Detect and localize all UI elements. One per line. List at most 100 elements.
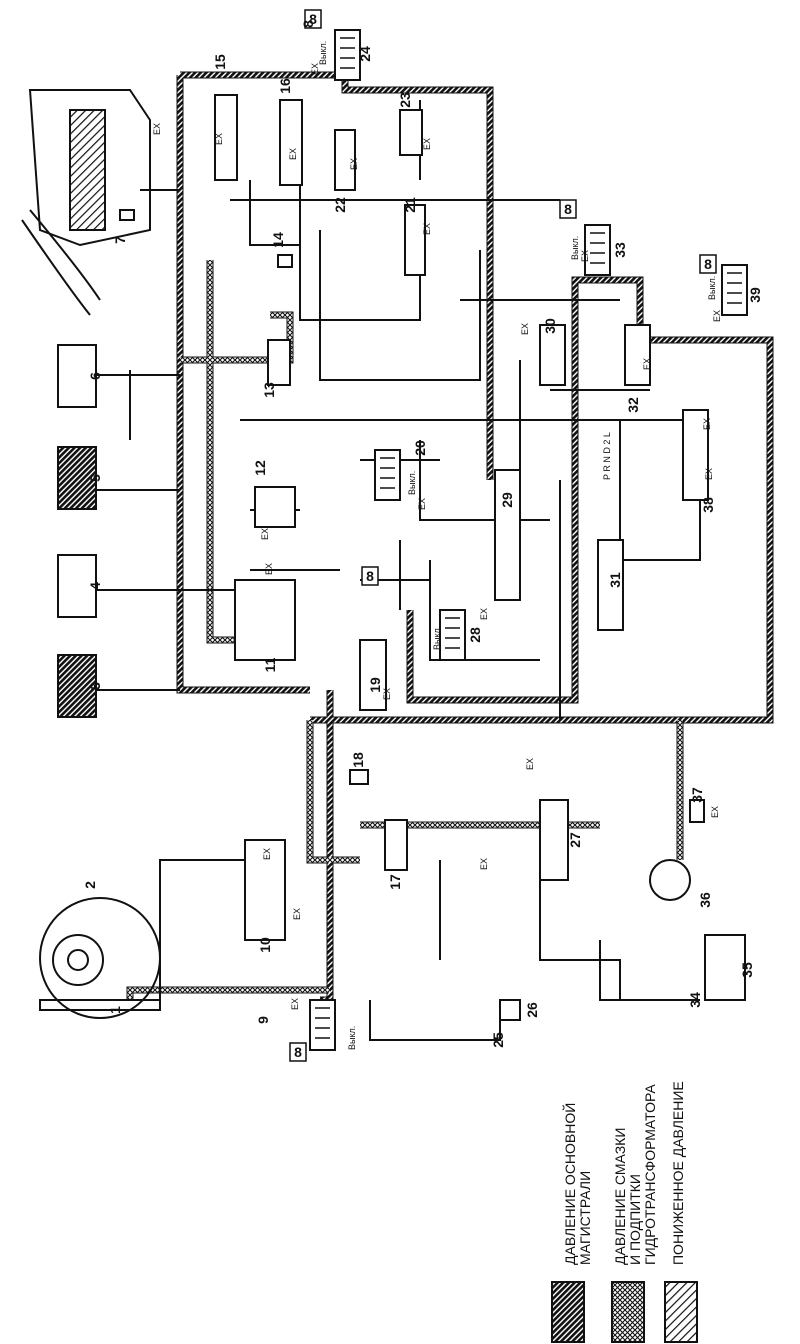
outlet-25-26 (499, 999, 521, 1021)
component-number-13: 13 (261, 382, 277, 398)
component-number-4: 4 (87, 582, 103, 590)
solenoid-state-label: Выкл. (432, 626, 442, 650)
exhaust-label: EX (702, 418, 712, 430)
exhaust-label: EX (264, 563, 274, 575)
component-number-37: 37 (689, 787, 705, 803)
component-number-25: 25 (490, 1032, 506, 1048)
component-number-8: 8 (300, 20, 316, 28)
component-number-12: 12 (252, 460, 268, 476)
valve-29 (494, 469, 521, 601)
supply-box-label: 8 (309, 11, 317, 27)
legend-swatch-reduced (664, 1281, 698, 1343)
legend-line: ДАВЛЕНИЕ СМАЗКИ (612, 1128, 628, 1265)
filter-35 (704, 934, 746, 1001)
supply-box-label: 8 (564, 201, 572, 217)
valve-15 (214, 94, 238, 181)
component-number-21: 21 (402, 197, 418, 213)
exhaust-label: EX (260, 528, 270, 540)
valve-17 (384, 819, 408, 871)
legend-line: ДАВЛЕНИЕ ОСНОВНОЙ (561, 1103, 578, 1265)
exhaust-label: EX (288, 148, 298, 160)
cooler-36 (649, 859, 691, 901)
component-number-14: 14 (270, 232, 286, 248)
component-number-33: 33 (612, 242, 628, 258)
exhaust-label: EX (479, 858, 489, 870)
sensor-6 (57, 344, 97, 408)
valve-19 (359, 639, 387, 711)
exhaust-label: EX (422, 138, 432, 150)
component-number-9: 9 (255, 1016, 271, 1024)
supply-box-label: 8 (294, 1044, 302, 1060)
valve-27 (539, 799, 569, 881)
solenoid-state-label: Выкл. (407, 471, 417, 495)
component-number-3: 3 (87, 682, 103, 690)
component-number-31: 31 (607, 572, 623, 588)
component-number-38: 38 (700, 497, 716, 513)
component-number-16: 16 (277, 78, 293, 94)
component-number-29: 29 (499, 492, 515, 508)
valve-12 (254, 486, 296, 528)
component-number-36: 36 (697, 892, 713, 908)
component-number-26: 26 (524, 1002, 540, 1018)
valve-30 (539, 324, 566, 386)
component-number-5: 5 (87, 474, 103, 482)
valve-23 (399, 109, 423, 156)
legend-line: ПОНИЖЕННОЕ ДАВЛЕНИЕ (670, 1081, 686, 1265)
component-number-11: 11 (262, 657, 278, 672)
component-number-34: 34 (687, 992, 703, 1008)
valve-13 (267, 339, 291, 386)
component-number-27: 27 (567, 832, 583, 848)
exhaust-label: EX (710, 806, 720, 818)
supply-boxes (289, 9, 717, 1062)
exhaust-label: EX (704, 468, 714, 480)
valve-11 (234, 579, 296, 661)
exhaust-label: EX (417, 498, 427, 510)
sensor-3 (57, 654, 97, 718)
exhaust-label: EX (292, 908, 302, 920)
component-number-23: 23 (397, 92, 413, 108)
component-number-15: 15 (212, 54, 228, 70)
component-labels: 1234567891011121314151617181920212223242… (82, 11, 763, 1060)
valve-37 (689, 799, 705, 823)
solenoid-state-label: Выкл. (707, 276, 717, 300)
component-number-17: 17 (387, 874, 403, 890)
exhaust-label: EX (290, 998, 300, 1010)
valves (214, 94, 709, 941)
component-number-10: 10 (257, 937, 273, 953)
legend-line: МАГИСТРАЛИ (577, 1171, 593, 1265)
component-number-35: 35 (739, 962, 755, 978)
solenoid-state-label: Выкл. (347, 1026, 357, 1050)
exhaust-label: EX (520, 323, 530, 335)
valve-18 (349, 769, 369, 785)
valve-14 (277, 254, 293, 268)
component-number-2: 2 (82, 881, 98, 889)
legend-line: ГИДРОТРАНСФОРМАТОРА (642, 1084, 658, 1265)
legend-swatch-main (551, 1281, 585, 1343)
component-number-1: 1 (107, 1006, 123, 1014)
exhaust-label: EX (479, 608, 489, 620)
exhaust-label: EX (712, 310, 722, 322)
exhaust-label: EX (262, 848, 272, 860)
component-number-7: 7 (112, 236, 128, 244)
valve-10 (244, 839, 286, 941)
valve-38 (682, 409, 709, 501)
exhaust-label: EX (580, 250, 590, 262)
exhaust-label: EX (642, 358, 652, 370)
supply-box-label: 8 (704, 256, 712, 272)
sensor-5 (57, 446, 97, 510)
valve-21 (404, 204, 426, 276)
exhaust-label: EX (152, 123, 162, 135)
selector-positions: P R N D 2 L (602, 432, 612, 480)
component-number-20: 20 (412, 440, 428, 456)
component-number-22: 22 (332, 197, 348, 213)
exhaust-label: EX (349, 158, 359, 170)
component-number-24: 24 (357, 46, 373, 62)
solenoid-state-label: Выкл. (318, 41, 328, 65)
solenoid-state-label: Выкл. (570, 236, 580, 260)
exhaust-label: EX (382, 688, 392, 700)
exhaust-label: EX (214, 133, 224, 145)
valve-22 (334, 129, 356, 191)
